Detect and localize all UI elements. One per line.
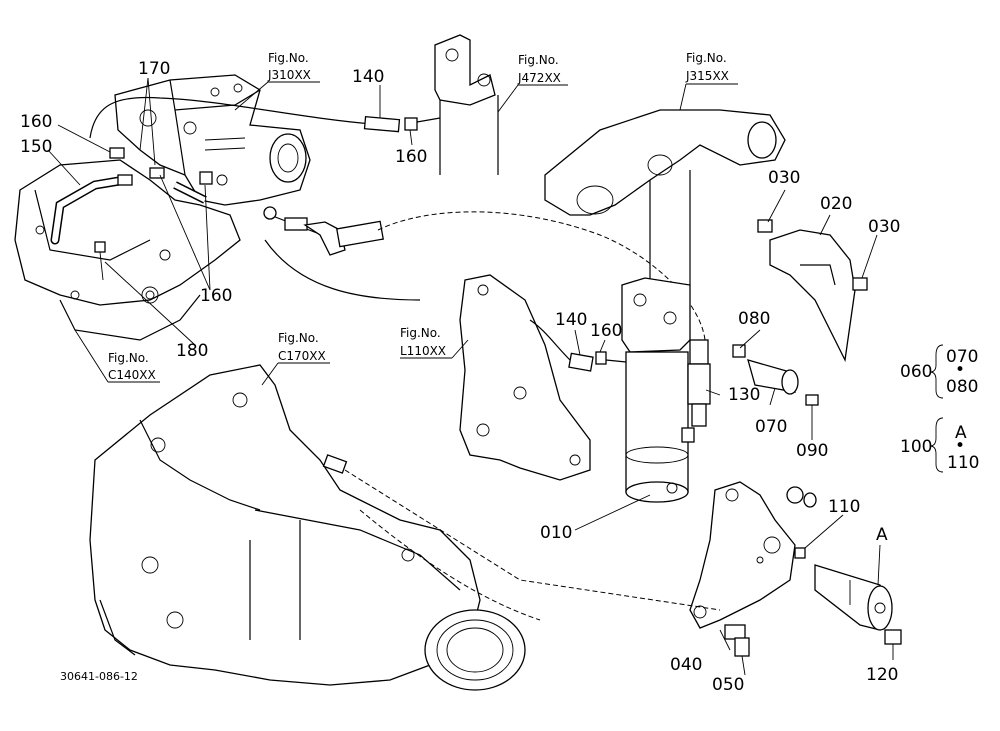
figref-label: Fig.No.: [278, 331, 319, 345]
part-140: 140: [352, 67, 384, 87]
part-060: 060: [900, 362, 932, 382]
part-110: 110: [947, 453, 979, 473]
figref-label: Fig.No.: [518, 53, 559, 67]
bracket-l110: [459, 274, 591, 481]
relief-valve-130: [687, 339, 711, 427]
figref-code: C170XX: [278, 349, 326, 363]
part-130: 130: [728, 385, 760, 405]
pipe-route-bottom: [264, 239, 421, 301]
fittings-160: [94, 147, 213, 281]
figref-code: J310XX: [267, 68, 311, 82]
pipe-route-top: [377, 211, 706, 341]
figref-c140: Fig.No. C140XX: [74, 329, 160, 383]
part-080: 080: [738, 309, 770, 329]
figref-c170: Fig.No. C170XX: [261, 331, 330, 386]
part-120: 120: [866, 665, 898, 685]
bolt-050-shank: [734, 637, 750, 657]
part-030: 030: [768, 168, 800, 188]
cylinder-010: [621, 277, 695, 503]
sensor-070: [732, 344, 819, 406]
bolt-120: [884, 629, 902, 645]
part-160: 160: [395, 147, 427, 167]
lift-arm-j315: [544, 109, 786, 285]
figref-label: Fig.No.: [108, 351, 149, 365]
route-dash-housing-2: [359, 509, 541, 621]
part-110: 110: [828, 497, 860, 517]
figref-code: J315XX: [685, 69, 729, 83]
marker-a: A: [876, 525, 888, 545]
part-050: 050: [712, 675, 744, 695]
leader-lines: [47, 77, 894, 676]
figref-label: Fig.No.: [400, 326, 441, 340]
valve-block: [114, 74, 311, 206]
part-160: 160: [200, 286, 232, 306]
figref-j472: Fig.No. J472XX: [497, 53, 568, 113]
group-060: 060 070 • 080: [900, 344, 978, 399]
group-100: 100 A • 110: [900, 417, 979, 473]
figref-l110: Fig.No. L110XX: [400, 326, 469, 359]
bracket-040: [689, 481, 817, 629]
hose-170: [89, 96, 373, 139]
part-170: 170: [138, 59, 170, 79]
figref-label: Fig.No.: [686, 51, 727, 65]
part-090: 090: [796, 441, 828, 461]
figref-code: L110XX: [400, 344, 446, 358]
part-160: 160: [590, 321, 622, 341]
diagram-code: 30641-086-12: [60, 670, 138, 683]
part-180: 180: [176, 341, 208, 361]
route-dash-housing: [344, 469, 721, 611]
part-010: 010: [540, 523, 572, 543]
clevis-j472: [434, 34, 499, 175]
figref-j310: Fig.No. J310XX: [234, 51, 320, 111]
separator-dot: •: [955, 360, 965, 380]
housing-c170: [89, 364, 526, 691]
part-070: 070: [755, 417, 787, 437]
cover-020: [757, 219, 868, 363]
part-140: 140: [555, 310, 587, 330]
fitting-140-top: [363, 116, 441, 133]
part-020: 020: [820, 194, 852, 214]
fitting-140-middle: [529, 319, 627, 372]
separator-dot: •: [955, 436, 965, 456]
part-160: 160: [20, 112, 52, 132]
hose-fitting: [263, 206, 384, 256]
figref-code: J472XX: [517, 71, 561, 85]
part-100: 100: [900, 437, 932, 457]
figref-j315: Fig.No. J315XX: [679, 51, 738, 111]
part-labels: 170 140 160 160 150 160 180 140 160 010 …: [20, 59, 900, 695]
part-070: 070: [946, 347, 978, 367]
part-150: 150: [20, 137, 52, 157]
bolt-050: [724, 624, 746, 640]
part-030: 030: [868, 217, 900, 237]
pin-110: [814, 564, 893, 631]
part-080: 080: [946, 377, 978, 397]
figref-label: Fig.No.: [268, 51, 309, 65]
part-040: 040: [670, 655, 702, 675]
figref-code: C140XX: [108, 368, 156, 382]
marker-a: A: [955, 423, 967, 443]
